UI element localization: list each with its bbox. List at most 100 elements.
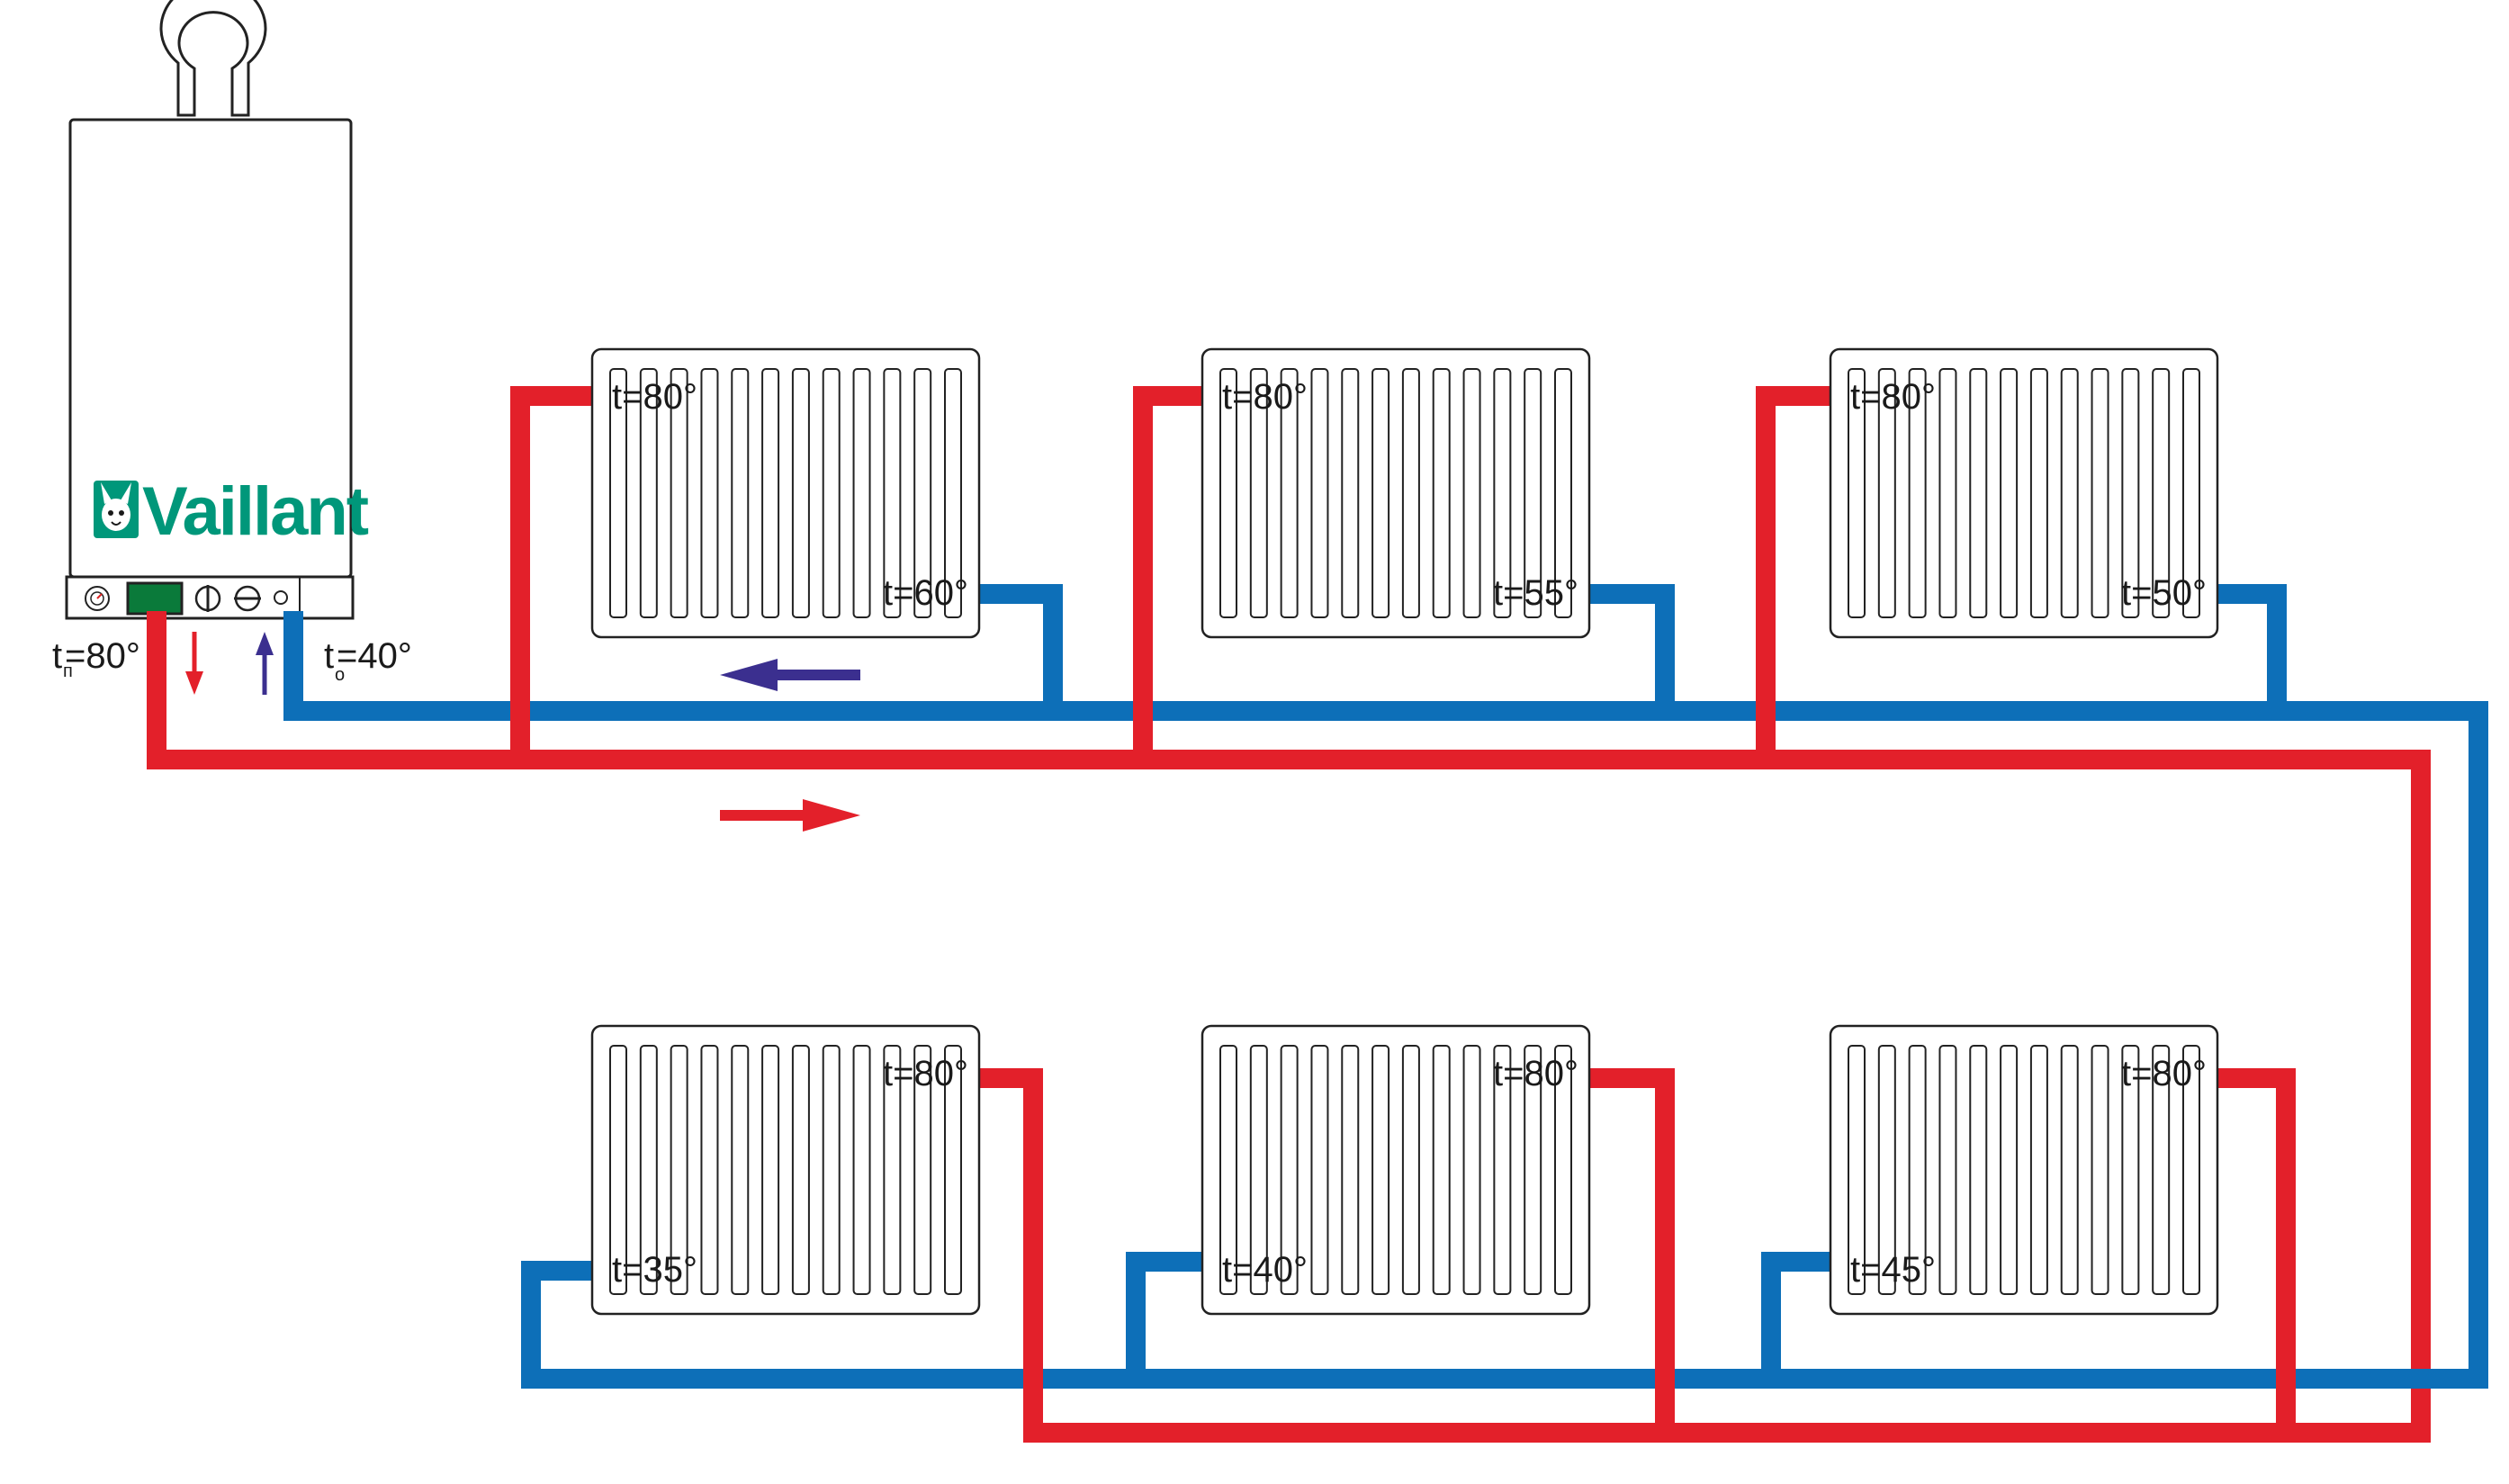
radiator-fin	[1969, 368, 1988, 618]
radiator-fin	[639, 368, 658, 618]
radiator-fin	[2182, 368, 2200, 618]
radiator-fin	[2029, 368, 2048, 618]
radiator-fin	[731, 368, 750, 618]
radiator-fin	[1462, 1045, 1481, 1295]
radiator-outlet-temp: t=60°	[883, 573, 968, 613]
radiator-1	[590, 347, 981, 639]
supply-flow-arrow-icon	[803, 799, 860, 832]
radiator-5	[1201, 1024, 1591, 1316]
upper-supply-riser-2	[1133, 386, 1212, 769]
radiator-group	[590, 347, 2219, 1316]
return-temp-value: =40°	[337, 636, 412, 676]
radiator-outlet-temp: t=35°	[612, 1250, 697, 1290]
radiator-fin	[791, 1045, 810, 1295]
radiator-outlet-temp: t=50°	[2121, 573, 2207, 613]
radiator-fin	[1432, 368, 1451, 618]
upper-return-riser-3	[2208, 584, 2287, 721]
radiator-fin	[2029, 1045, 2048, 1295]
lower-return-riser-2	[1126, 1252, 1212, 1389]
radiator-fin	[822, 368, 841, 618]
radiator-fin	[2060, 368, 2079, 618]
pipe-network	[147, 386, 2488, 1443]
radiator-fin	[852, 368, 871, 618]
radiator-body	[1829, 1024, 2219, 1316]
radiator-fin	[1877, 368, 1896, 618]
hare-logo-icon	[94, 481, 139, 538]
radiator-fin	[1938, 368, 1957, 618]
lower-return-riser-1	[521, 1261, 602, 1389]
radiator-body	[1829, 347, 2219, 639]
radiator-fin	[1524, 368, 1542, 618]
radiator-fin	[1371, 368, 1390, 618]
boiler: Vaillant	[65, 0, 371, 620]
radiator-inlet-temp: t=80°	[1850, 377, 1936, 417]
radiator-fin	[639, 1045, 658, 1295]
return-temp-subscript: о	[335, 665, 345, 685]
boiler-supply-arrow-icon	[185, 671, 203, 695]
radiator-fin	[1249, 1045, 1268, 1295]
upper-return-riser-1	[969, 584, 1063, 721]
flow-arrows	[185, 632, 860, 832]
radiator-fin	[1877, 1045, 1896, 1295]
radiator-inlet-temp: t=80°	[1222, 377, 1308, 417]
upper-return-riser-2	[1579, 584, 1675, 721]
radiator-body	[590, 347, 981, 639]
temperature-knob-icon	[194, 585, 221, 612]
boiler-display	[126, 581, 184, 616]
radiator-fin	[1219, 1045, 1237, 1295]
radiator-fin	[852, 1045, 871, 1295]
radiator-fin	[700, 1045, 719, 1295]
radiator-fin	[2060, 1045, 2079, 1295]
supply-temp-label: t	[52, 636, 62, 676]
return-temp-label: t	[324, 636, 334, 676]
radiator-fin	[1432, 1045, 1451, 1295]
boiler-flue	[159, 0, 267, 117]
radiator-fin	[670, 368, 688, 618]
radiator-fin	[1554, 368, 1572, 618]
radiator-fin	[2152, 368, 2171, 618]
radiator-fin	[1280, 368, 1299, 618]
pressure-gauge-icon	[85, 586, 110, 611]
supply-temp-subscript: п	[63, 661, 73, 681]
radiator-fin	[1908, 368, 1927, 618]
radiator-fin	[944, 368, 962, 618]
radiator-fin	[883, 1045, 902, 1295]
radiator-fin	[1848, 1045, 1866, 1295]
radiator-fin	[1280, 1045, 1299, 1295]
radiator-fin	[2000, 368, 2019, 618]
radiator-fin	[609, 1045, 627, 1295]
radiator-inlet-temp: t=80°	[1493, 1054, 1578, 1093]
radiator-fin	[2152, 1045, 2171, 1295]
radiator-fin	[1554, 1045, 1572, 1295]
indicator-light-icon	[274, 590, 288, 605]
radiator-inlet-temp: t=80°	[612, 377, 697, 417]
radiator-fin	[1249, 368, 1268, 618]
radiator-fin	[1493, 368, 1512, 618]
radiator-fin	[2121, 368, 2140, 618]
radiator-fin	[1219, 368, 1237, 618]
boiler-return-arrow-icon	[256, 632, 274, 655]
return-flow-arrow-icon	[720, 659, 778, 691]
radiator-body	[1201, 1024, 1591, 1316]
radiator-fin	[1371, 1045, 1390, 1295]
radiator-fin	[1341, 1045, 1360, 1295]
lower-supply-riser-3	[2208, 1068, 2296, 1443]
radiator-body	[590, 1024, 981, 1316]
radiator-fin	[883, 368, 902, 618]
radiator-fin	[761, 1045, 780, 1295]
radiator-fin	[944, 1045, 962, 1295]
radiator-fin	[822, 1045, 841, 1295]
radiator-fin	[1401, 368, 1420, 618]
radiator-fin	[2091, 368, 2109, 618]
radiator-outlet-temp: t=45°	[1850, 1250, 1936, 1290]
label-layer: t=80°t=60°t=80°t=55°t=80°t=50°t=80°t=35°…	[612, 377, 2207, 1290]
radiator-outlet-temp: t=40°	[1222, 1250, 1308, 1290]
radiator-inlet-temp: t=80°	[883, 1054, 968, 1093]
upper-supply-riser-3	[1756, 386, 1840, 769]
radiator-4	[590, 1024, 981, 1316]
radiator-fin	[1493, 1045, 1512, 1295]
radiator-2	[1201, 347, 1591, 639]
radiator-fin	[1524, 1045, 1542, 1295]
